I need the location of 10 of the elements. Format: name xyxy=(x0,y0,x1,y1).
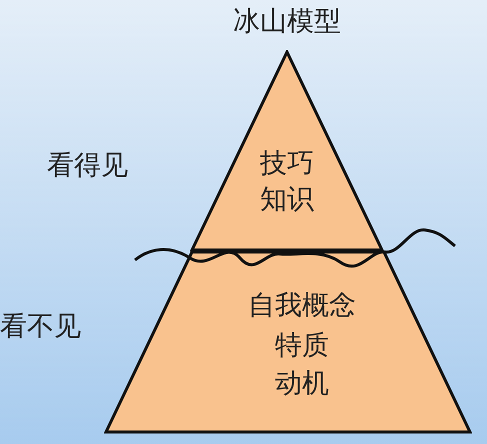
iceberg-tip xyxy=(190,50,384,252)
side-label: 看不见 xyxy=(0,311,81,343)
iceberg-base xyxy=(104,250,472,434)
iceberg-label: 技巧 xyxy=(260,148,314,180)
iceberg-label: 知识 xyxy=(260,184,314,216)
side-label: 看得见 xyxy=(47,150,128,182)
iceberg-label: 特质 xyxy=(275,330,329,362)
iceberg-label: 自我概念 xyxy=(248,290,356,322)
title: 冰山模型 xyxy=(233,6,341,38)
iceberg-label: 动机 xyxy=(275,368,329,400)
